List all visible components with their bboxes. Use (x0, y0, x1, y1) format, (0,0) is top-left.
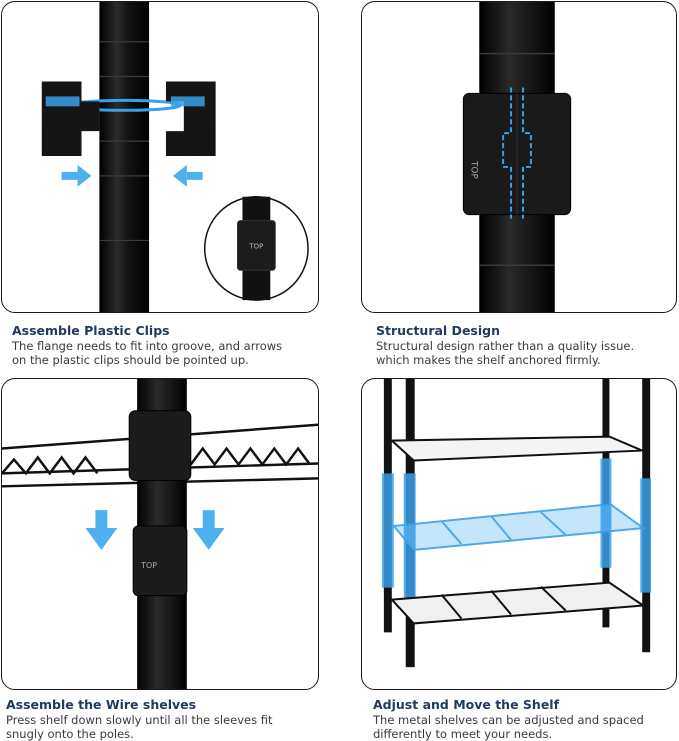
caption-title: Assemble Plastic Clips (12, 323, 170, 338)
caption-title: Assemble the Wire shelves (6, 697, 197, 712)
caption-adjust-shelf: Adjust and Move the Shelf The metal shel… (373, 697, 644, 741)
adjust-markers (381, 458, 652, 598)
caption-structural-design: Structural Design Structural design rath… (376, 323, 634, 367)
clip (132, 525, 188, 597)
panel-wire-shelves-image: TOP (1, 378, 319, 690)
structural-design-illustration: TOP (462, 2, 572, 312)
caption-assemble-clips: Assemble Plastic Clips The flange needs … (12, 323, 282, 367)
caption-line: differently to meet your needs. (373, 727, 553, 741)
caption-title: Structural Design (376, 323, 500, 338)
arrow-left-icon (172, 164, 203, 187)
clip-assembly-illustration: TOP (41, 2, 309, 312)
arrow-right-icon (61, 164, 92, 187)
panel-assemble-clips-image: TOP (1, 1, 319, 313)
arrow-down-icon (192, 510, 225, 550)
clip-top-label: TOP (468, 160, 478, 179)
clip-outline-highlight (502, 87, 532, 219)
arrow-down-icon (85, 510, 118, 550)
caption-line: Structural design rather than a quality … (376, 339, 635, 353)
caption-line: which makes the shelf anchored firmly. (376, 353, 601, 367)
right-clip (165, 81, 216, 157)
sleeve (128, 410, 192, 481)
panel-adjust-shelf-image (361, 378, 677, 690)
left-clip (41, 81, 100, 157)
caption-line: on the plastic clips should be pointed u… (12, 353, 249, 367)
top-shelf (389, 435, 643, 462)
caption-line: The flange needs to fit into groove, and… (12, 339, 283, 353)
caption-line: snugly onto the poles. (6, 727, 134, 741)
panel-structural-design-image: TOP (361, 1, 677, 313)
caption-title: Adjust and Move the Shelf (373, 697, 560, 712)
inset-top-label: TOP (248, 242, 263, 250)
wire-shelf-illustration: TOP (2, 379, 318, 689)
adjust-shelf-illustration (381, 379, 652, 668)
caption-wire-shelves: Assemble the Wire shelves Press shelf do… (6, 697, 273, 741)
bottom-shelf (389, 581, 647, 625)
caption-line: Press shelf down slowly until all the sl… (6, 713, 273, 727)
caption-line: The metal shelves can be adjusted and sp… (373, 713, 644, 727)
clip-top-label: TOP (140, 561, 157, 570)
pole (99, 2, 150, 312)
